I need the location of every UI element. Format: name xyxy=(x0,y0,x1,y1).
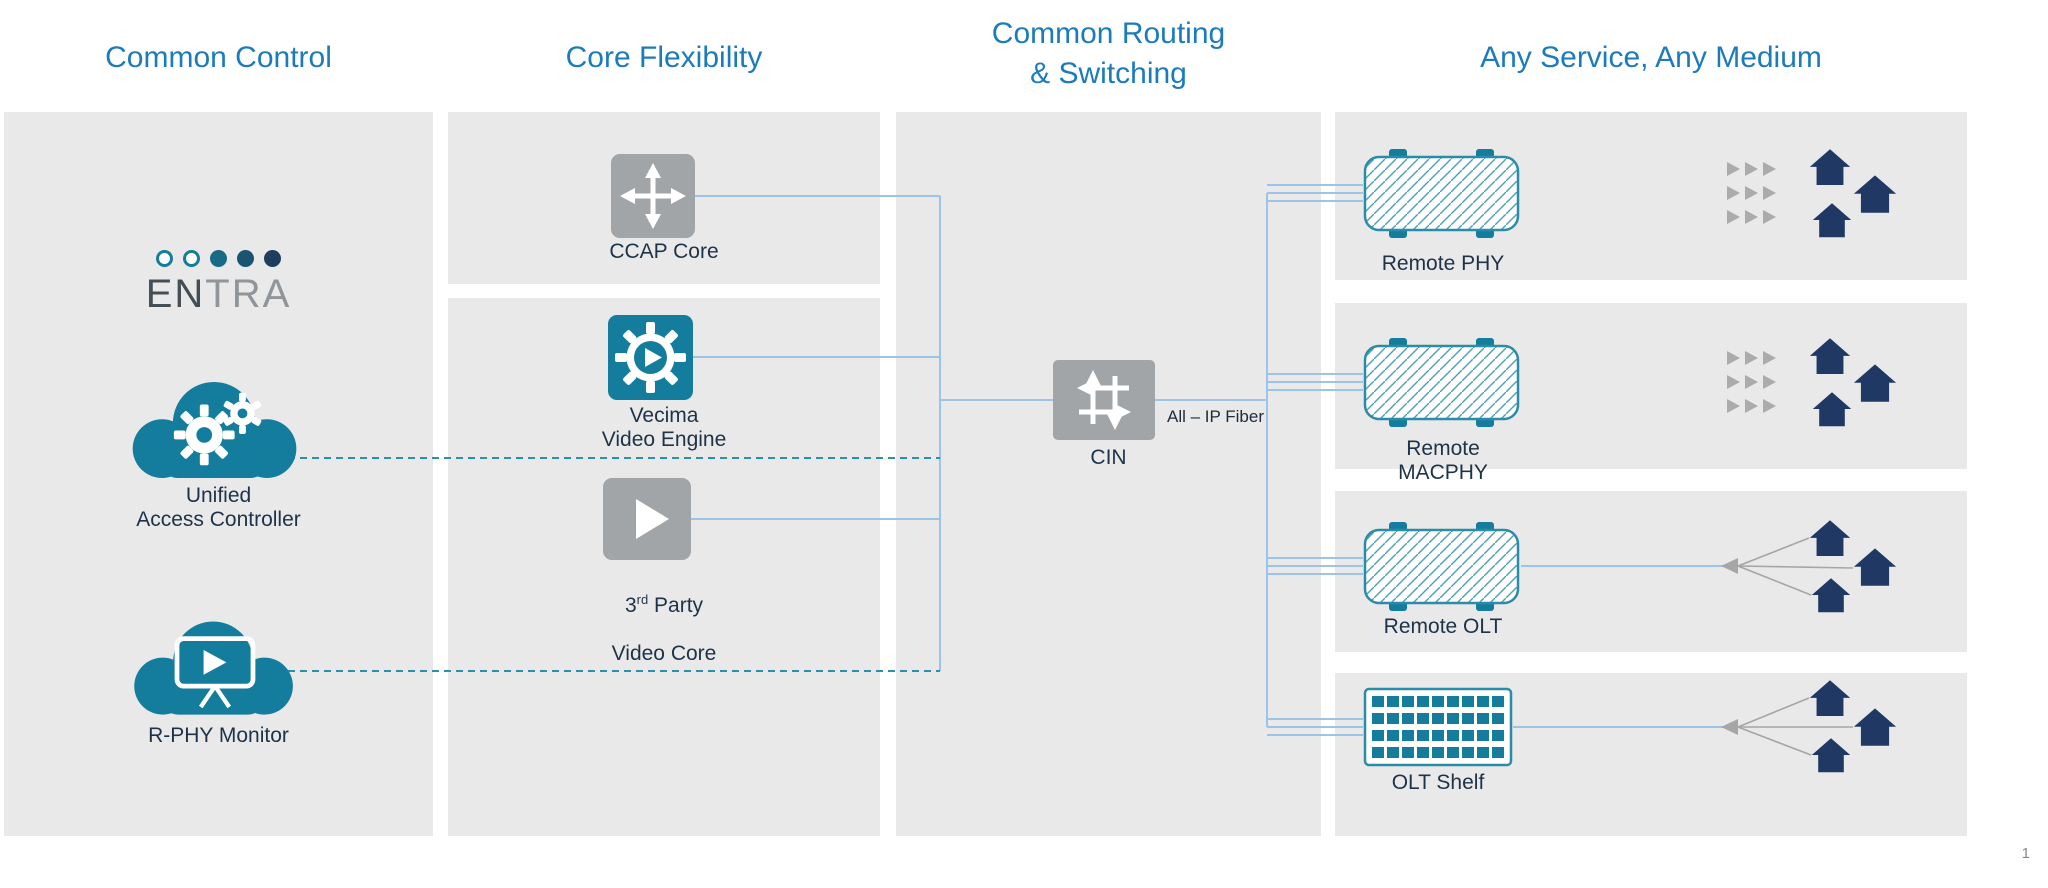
third-party-video-core-label: 3rd Party Video Core xyxy=(448,564,880,690)
left-arrowhead-icon xyxy=(1721,719,1738,735)
logo-dot-hollow xyxy=(156,250,173,267)
monitor-play-icon xyxy=(174,636,256,709)
logo-dot-hollow xyxy=(183,250,200,267)
third-party-rest: Party xyxy=(648,594,704,617)
unified-access-controller-label: Unified Access Controller xyxy=(136,484,301,531)
cin-crossing-arrows-icon xyxy=(1053,360,1155,440)
remote-olt-graphic xyxy=(1363,520,1897,613)
house-icons xyxy=(1809,680,1897,773)
third-party-label-line2: Video Core xyxy=(611,642,717,665)
entra-logo-dots xyxy=(156,250,281,267)
entra-wordmark-tra: TRA xyxy=(205,272,292,316)
chevron-arrows-icon xyxy=(1727,162,1776,224)
unified-access-controller-cloud-gears-icon xyxy=(132,382,297,479)
page-number: 1 xyxy=(2021,845,2030,862)
column-title-core-flexibility: Core Flexibility xyxy=(565,41,763,74)
house-icons xyxy=(1809,149,1897,238)
left-arrowhead-icon xyxy=(1721,558,1738,574)
olt-shelf-icon xyxy=(1363,687,1513,767)
third-party-ordinal: rd xyxy=(636,592,649,607)
cin-label: CIN xyxy=(1090,446,1127,469)
column-title-common-control: Common Control xyxy=(105,41,332,74)
ccap-core-label: CCAP Core xyxy=(609,240,719,263)
third-party-video-core-play-icon xyxy=(603,478,691,560)
remote-olt-device-icon xyxy=(1363,522,1520,611)
remote-macphy-label: Remote MACPHY xyxy=(1398,437,1488,484)
ccap-core-four-way-arrows-icon xyxy=(611,154,695,238)
entra-wordmark: ENTRA xyxy=(4,273,433,315)
remote-macphy-graphic xyxy=(1363,338,1897,427)
third-party-label-line1: 3rd Party xyxy=(448,588,880,618)
all-ip-fiber-label: All – IP Fiber xyxy=(1167,407,1265,426)
house-icons xyxy=(1809,338,1897,427)
vecima-video-engine-label: Vecima Video Engine xyxy=(601,404,727,451)
rphy-monitor-cloud-icon xyxy=(134,621,293,715)
routing-switching-panel xyxy=(896,112,1321,836)
olt-shelf-label: OLT Shelf xyxy=(1391,771,1485,794)
vecima-video-engine-gear-play-icon xyxy=(608,315,693,400)
remote-olt-label: Remote OLT xyxy=(1383,615,1503,638)
remote-macphy-device-icon xyxy=(1363,338,1520,427)
entra-logo: ENTRA xyxy=(4,250,433,315)
house-icons xyxy=(1809,520,1897,613)
olt-shelf-graphic xyxy=(1363,680,1897,773)
column-title-routing-switching: Common Routing & Switching xyxy=(991,17,1226,90)
chevron-arrows-icon xyxy=(1727,351,1776,413)
logo-dot-filled xyxy=(210,250,227,267)
logo-dot-filled xyxy=(237,250,254,267)
rphy-monitor-label: R-PHY Monitor xyxy=(148,724,289,747)
logo-dot-filled xyxy=(264,250,281,267)
remote-phy-device-icon xyxy=(1363,149,1520,238)
column-title-any-service: Any Service, Any Medium xyxy=(1480,41,1822,74)
remote-phy-graphic xyxy=(1363,149,1897,238)
entra-wordmark-en: EN xyxy=(145,272,206,316)
remote-phy-label: Remote PHY xyxy=(1381,252,1505,275)
third-party-num: 3 xyxy=(624,594,637,617)
